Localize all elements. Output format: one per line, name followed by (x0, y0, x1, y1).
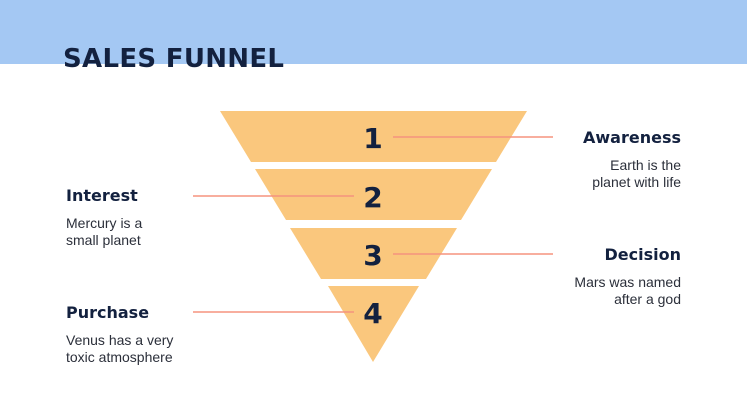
stage-title: Awareness (583, 128, 681, 147)
stage-number-1: 1 (363, 122, 382, 155)
funnel-segment-3 (290, 228, 457, 279)
stage-description: Mercury is a small planet (66, 215, 236, 249)
stage-description-line: toxic atmosphere (66, 349, 173, 365)
stage-label-decision: Decision Mars was named after a god (511, 245, 681, 308)
stage-description-line: Venus has a very (66, 332, 174, 348)
funnel-segment-4 (328, 286, 419, 362)
stage-title: Decision (604, 245, 682, 264)
stage-description: Mars was named after a god (511, 274, 681, 308)
stage-title: Interest (66, 186, 138, 205)
stage-description-line: planet with life (592, 174, 681, 190)
stage-label-awareness: Awareness Earth is the planet with life (511, 128, 681, 191)
stage-description: Venus has a very toxic atmosphere (66, 332, 236, 366)
stage-number-4: 4 (363, 297, 382, 330)
stage-description-line: Earth is the (610, 157, 681, 173)
stage-description-line: Mars was named (574, 274, 681, 290)
funnel-segment-2 (255, 169, 492, 220)
stage-description-line: Mercury is a (66, 215, 143, 231)
header-band (0, 0, 747, 64)
stage-description-line: small planet (66, 232, 141, 248)
stage-title: Purchase (66, 303, 150, 322)
stage-number-3: 3 (363, 239, 382, 272)
funnel-segment-1 (220, 111, 527, 162)
page-title: SALES FUNNEL (63, 44, 285, 74)
stage-label-purchase: Purchase Venus has a very toxic atmosphe… (66, 303, 236, 366)
stage-number-2: 2 (363, 181, 382, 214)
stage-label-interest: Interest Mercury is a small planet (66, 186, 236, 249)
stage-description: Earth is the planet with life (511, 157, 681, 191)
stage-description-line: after a god (614, 291, 681, 307)
